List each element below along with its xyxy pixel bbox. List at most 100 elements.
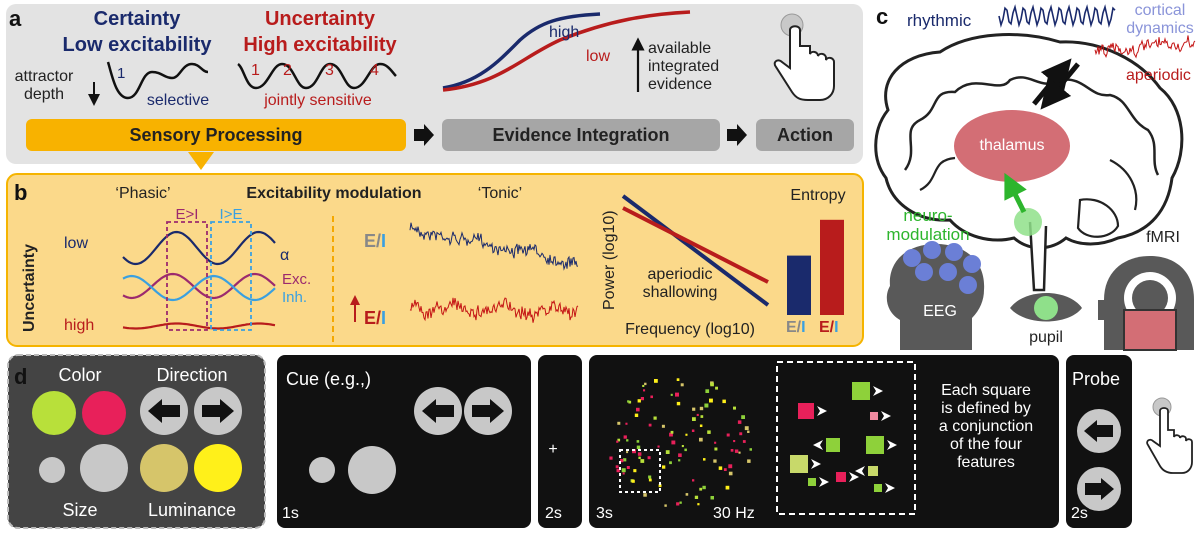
zoomed-squares [790, 382, 897, 493]
stimulus-dot [737, 420, 742, 424]
stimulus-dot [691, 429, 695, 432]
stimulus-dot [636, 407, 640, 412]
ei-high-label: E/I [364, 309, 386, 327]
stimulus-dot [662, 465, 666, 469]
stimulus-dot [653, 416, 657, 420]
entropy-high-slash: / [829, 319, 835, 336]
high-excitability-label: High excitability [243, 34, 397, 56]
neuromodulation-label: neuro- modulation [886, 206, 970, 245]
probe-left-arrow-icon [1077, 409, 1121, 453]
stimulus-dot [637, 452, 642, 456]
size-circle-small [39, 457, 65, 483]
stimulus-dot [615, 465, 619, 469]
stage-action-label: Action [777, 125, 833, 145]
e-gt-i-window [166, 221, 208, 331]
feature-square [826, 438, 840, 452]
depth-label: depth [23, 86, 65, 103]
stimulus-dot [640, 459, 645, 463]
stimulus-dot [705, 389, 710, 393]
stimulus-dot [643, 389, 646, 392]
probe-right-arrow-icon [1077, 467, 1121, 511]
stimulus-dot [692, 479, 695, 482]
aperiodic-shallowing-label: aperiodic shallowing [642, 266, 718, 301]
inhibitory-wave [122, 274, 276, 302]
hand-tap-icon [773, 13, 835, 101]
fixation-duration: 2s [545, 505, 562, 522]
high-uncertainty-label: high [64, 317, 95, 334]
stimulus-dot [685, 493, 689, 496]
stimulus-dot [679, 501, 682, 504]
right-arrow-icon [194, 387, 242, 435]
stimulus-dot [676, 502, 680, 506]
stimulus-dot [699, 406, 704, 411]
feature-square [836, 472, 846, 482]
stimulus-dot [648, 478, 652, 482]
eeg-label: EEG [923, 303, 957, 320]
stimulus-screen [589, 355, 1059, 528]
feature-square [866, 436, 884, 454]
exc-label: Exc. [282, 271, 312, 288]
stimulus-dot [702, 485, 706, 490]
fixation-screen [538, 355, 582, 528]
e-gt-i-label: E>I [175, 206, 199, 223]
stimulus-dot [744, 426, 749, 431]
uncertainty-axis-label: Uncertainty [21, 243, 38, 332]
stimulus-dot [704, 403, 709, 408]
neuromodulation-arrow [1004, 172, 1027, 214]
direction-arrow-icon [849, 472, 859, 482]
stimulus-duration: 3s [596, 505, 613, 522]
stimulus-dot [632, 449, 636, 454]
entropy-high-e: E [819, 319, 830, 336]
evidence-note: available integrated evidence [648, 40, 720, 93]
stimulus-dot [626, 466, 630, 469]
stimulus-dot [692, 417, 696, 421]
tonic-label: ‘Tonic’ [477, 185, 523, 202]
excitability-modulation-label: Excitability modulation [246, 185, 422, 202]
size-feature-label: Size [62, 500, 98, 520]
stimulus-dot [622, 472, 625, 475]
thalamus-label: thalamus [979, 137, 1045, 154]
ei-low-i: I [381, 231, 387, 251]
ei-high-slash: / [376, 308, 382, 328]
stimulus-dot [636, 445, 641, 449]
stimulus-dot [670, 430, 674, 434]
attractor-label: attractor [14, 68, 74, 85]
excitatory-wave [122, 272, 276, 300]
certainty-landscape-curve [106, 61, 209, 100]
alpha-wave [122, 230, 276, 266]
stimulus-dot [749, 448, 752, 451]
stimulus-dot [637, 399, 641, 403]
stimulus-dot [676, 378, 680, 381]
aperiodic-trace [1094, 35, 1196, 59]
stimulus-dot [700, 415, 704, 418]
stimulus-dot [726, 433, 730, 437]
low-spectrum-line [621, 194, 770, 307]
color-circle-green [32, 391, 76, 435]
direction-arrow-icon [887, 440, 897, 450]
tonic-low-trace [409, 222, 579, 271]
stimulus-dot [670, 393, 673, 396]
stimulus-dot [718, 466, 723, 470]
feature-square [874, 484, 882, 492]
stimulus-dot [633, 469, 637, 473]
evidence-integration-box [442, 119, 720, 151]
stage-arrow-1 [414, 124, 434, 146]
color-circle-pink [82, 391, 126, 435]
stimulus-dot [620, 458, 624, 463]
stimulus-dot [623, 435, 627, 439]
stimulus-dot [725, 485, 730, 490]
stimulus-dot [710, 382, 714, 387]
zoom-region [619, 449, 661, 493]
stimulus-dot [692, 407, 696, 411]
cue-left-arrow-icon [414, 387, 462, 435]
stimulus-dot [671, 440, 676, 445]
i-gt-e-window [210, 221, 252, 331]
certainty-title: Certainty [93, 8, 181, 30]
stimulus-dot [657, 445, 660, 448]
curve-low-label: low [586, 48, 611, 65]
dot-cloud [609, 378, 752, 507]
conjunction-description: Each square is defined by a conjunction … [938, 382, 1034, 471]
stimulus-dot [681, 445, 684, 448]
stimulus-dot [684, 448, 687, 452]
